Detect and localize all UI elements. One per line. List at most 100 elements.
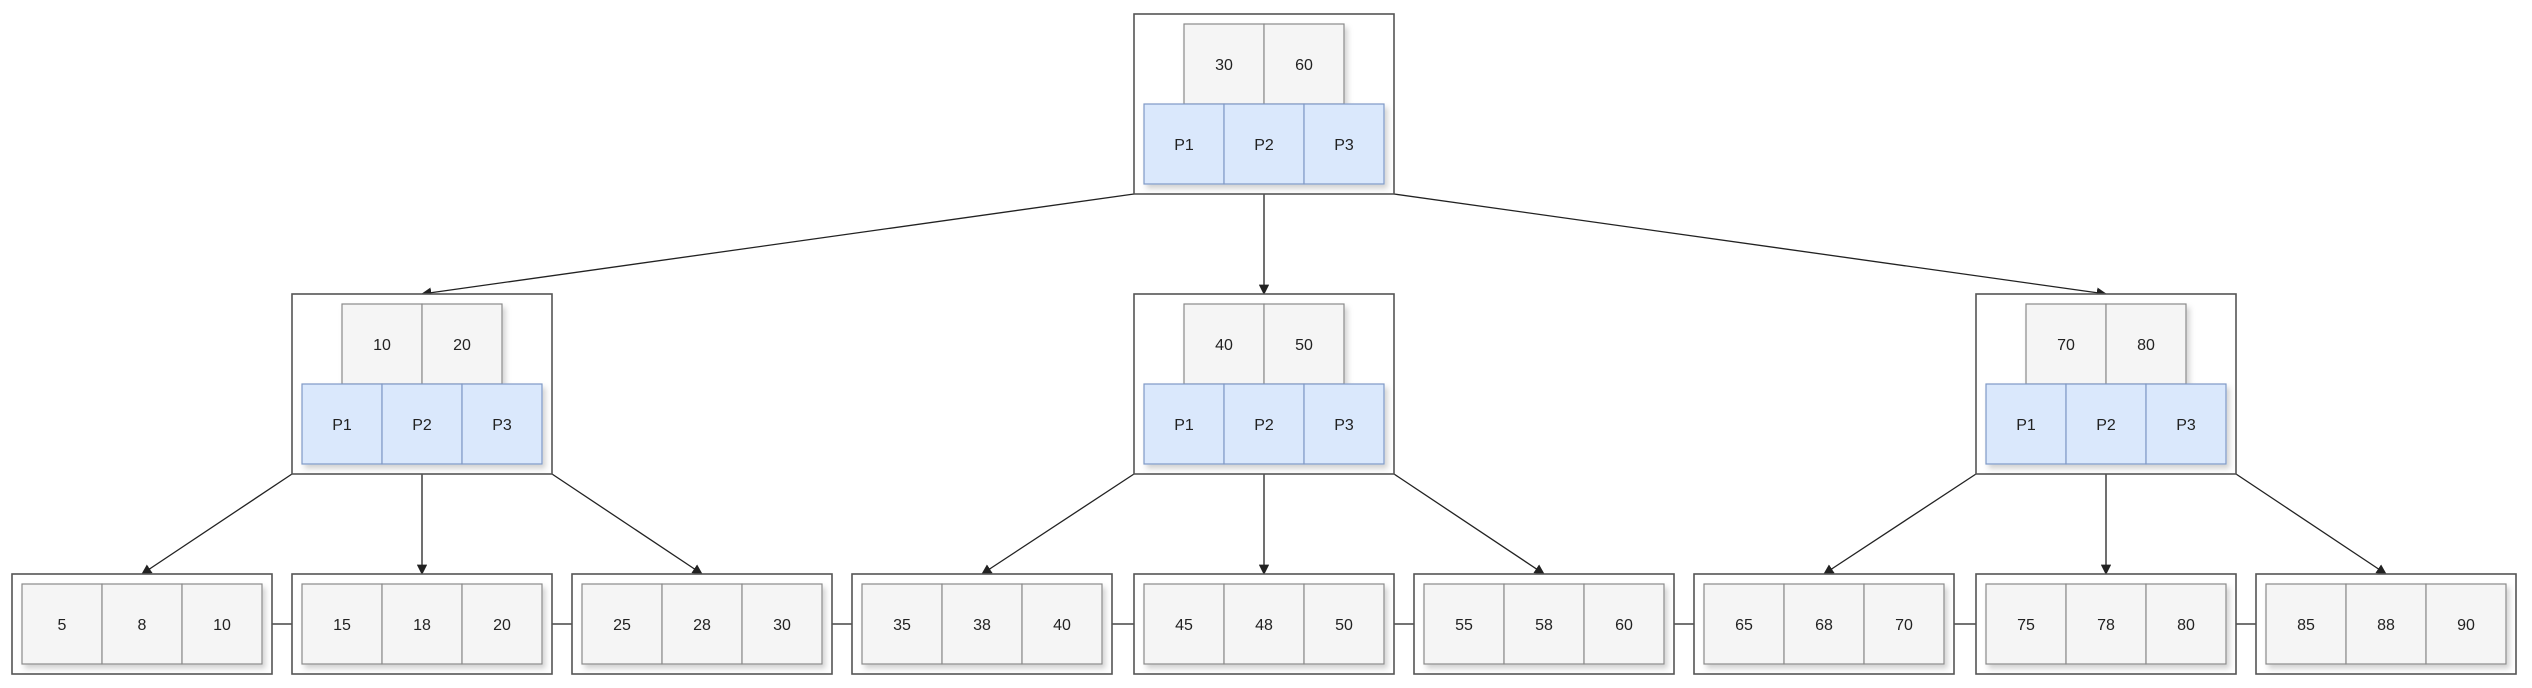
leaf-value-cell-box — [581, 583, 663, 665]
leaf-value-cell-label: 25 — [613, 617, 631, 634]
leaf-value-cell: 40 — [1021, 583, 1103, 665]
key-cell-label: 60 — [1295, 57, 1313, 74]
key-cell: 80 — [2105, 303, 2187, 385]
pointer-cell-box — [1223, 383, 1305, 465]
pointer-cell-box — [2145, 383, 2227, 465]
leaf-cells: 15 18 20 — [301, 583, 543, 665]
pointer-cell-box — [1143, 383, 1225, 465]
internal-to-leaf-edge — [1393, 473, 1545, 575]
key-cell: 60 — [1263, 23, 1345, 105]
leaf-value-cell-label: 75 — [2017, 617, 2035, 634]
leaf-cells: 45 48 50 — [1143, 583, 1385, 665]
leaf-value-cell: 85 — [2265, 583, 2347, 665]
key-cell-box — [2105, 303, 2187, 385]
leaf-value-cell: 18 — [381, 583, 463, 665]
leaf-value-cell-label: 20 — [493, 617, 511, 634]
leaf-value-cell-box — [941, 583, 1023, 665]
leaf-value-cell-box — [1703, 583, 1785, 665]
leaf-value-cell-box — [301, 583, 383, 665]
key-cell-box — [1183, 23, 1265, 105]
key-cell-box — [1263, 23, 1345, 105]
key-cell: 20 — [421, 303, 503, 385]
leaf-value-cell: 60 — [1583, 583, 1665, 665]
pointer-cell-box — [1303, 383, 1385, 465]
key-cell-label: 70 — [2057, 337, 2075, 354]
leaf-value-cell: 8 — [101, 583, 183, 665]
key-cell: 40 — [1183, 303, 1265, 385]
leaf-value-cell-box — [2425, 583, 2507, 665]
leaf-value-cell: 68 — [1783, 583, 1865, 665]
pointer-cell-box — [1143, 103, 1225, 185]
pointer-cell: P2 — [1223, 383, 1305, 465]
leaf-value-cell-box — [1583, 583, 1665, 665]
pointer-cell-label: P1 — [332, 417, 352, 434]
leaf-value-cell: 38 — [941, 583, 1023, 665]
leaf-value-cell: 48 — [1223, 583, 1305, 665]
leaf-value-cell-box — [461, 583, 543, 665]
pointer-cell: P3 — [1303, 103, 1385, 185]
leaf-value-cell-label: 48 — [1255, 617, 1273, 634]
leaf-value-cell: 55 — [1423, 583, 1505, 665]
pointer-cell-label: P2 — [2096, 417, 2116, 434]
leaf-value-cell-box — [1303, 583, 1385, 665]
key-cell: 10 — [341, 303, 423, 385]
leaf-value-cell: 78 — [2065, 583, 2147, 665]
leaf-value-cell: 10 — [181, 583, 263, 665]
leaf-value-cell-label: 90 — [2457, 617, 2475, 634]
leaf-value-cell-box — [1021, 583, 1103, 665]
pointer-cell: P1 — [301, 383, 383, 465]
pointer-cell: P2 — [2065, 383, 2147, 465]
leaf-value-cell-box — [861, 583, 943, 665]
leaf-value-cell-label: 80 — [2177, 617, 2195, 634]
leaf-value-cell-label: 40 — [1053, 617, 1071, 634]
leaf-value-cell-label: 55 — [1455, 617, 1473, 634]
pointer-cell: P1 — [1143, 383, 1225, 465]
internal-to-leaf-edge — [551, 473, 703, 575]
leaf-value-cell-box — [1985, 583, 2067, 665]
leaf-value-cell-box — [661, 583, 743, 665]
root-to-internal-edge — [420, 193, 1135, 298]
key-cell: 50 — [1263, 303, 1345, 385]
key-cell-box — [421, 303, 503, 385]
leaf-value-cell-box — [181, 583, 263, 665]
leaf-value-cell-label: 50 — [1335, 617, 1353, 634]
leaf-cells: 75 78 80 — [1985, 583, 2227, 665]
pointer-cell: P1 — [1985, 383, 2067, 465]
pointer-cell-box — [1985, 383, 2067, 465]
leaf-value-cell-label: 15 — [333, 617, 351, 634]
leaf-value-cell: 5 — [21, 583, 103, 665]
pointer-cell: P1 — [1143, 103, 1225, 185]
pointer-cell-label: P1 — [2016, 417, 2036, 434]
pointer-cell: P3 — [461, 383, 543, 465]
leaf-value-cell: 25 — [581, 583, 663, 665]
leaf-node: 15 18 20 — [291, 573, 553, 675]
leaf-value-cell-box — [381, 583, 463, 665]
key-cell-label: 40 — [1215, 337, 1233, 354]
leaf-value-cell-box — [741, 583, 823, 665]
leaf-value-cell-box — [2145, 583, 2227, 665]
pointer-cell: P3 — [1303, 383, 1385, 465]
pointer-cell: P3 — [2145, 383, 2227, 465]
leaf-value-cell: 45 — [1143, 583, 1225, 665]
leaf-value-cell-label: 45 — [1175, 617, 1193, 634]
leaf-value-cell-label: 30 — [773, 617, 791, 634]
leaf-value-cell-label: 68 — [1815, 617, 1833, 634]
leaf-value-cell-label: 38 — [973, 617, 991, 634]
leaf-value-cell: 88 — [2345, 583, 2427, 665]
leaf-value-cell: 75 — [1985, 583, 2067, 665]
pointer-cell-label: P2 — [412, 417, 432, 434]
leaf-node: 45 48 50 — [1133, 573, 1395, 675]
